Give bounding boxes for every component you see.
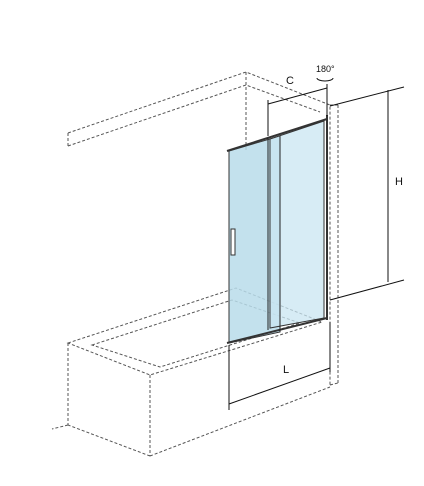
dimensions: C 180° H L: [228, 64, 405, 410]
height-label: H: [395, 176, 403, 188]
rotation-arrow-icon: [316, 77, 334, 82]
top-rail: [226, 118, 328, 152]
glass-screen: [226, 115, 328, 344]
bottom-rail: [226, 317, 328, 344]
rotation-label: 180°: [316, 64, 335, 74]
bathtub-outline: [51, 287, 331, 457]
wall-outline: [67, 71, 339, 386]
sliding-glass-panel: [269, 120, 325, 329]
width-label: L: [283, 364, 289, 376]
door-handle: [230, 228, 236, 256]
opening-label: C: [286, 75, 294, 87]
